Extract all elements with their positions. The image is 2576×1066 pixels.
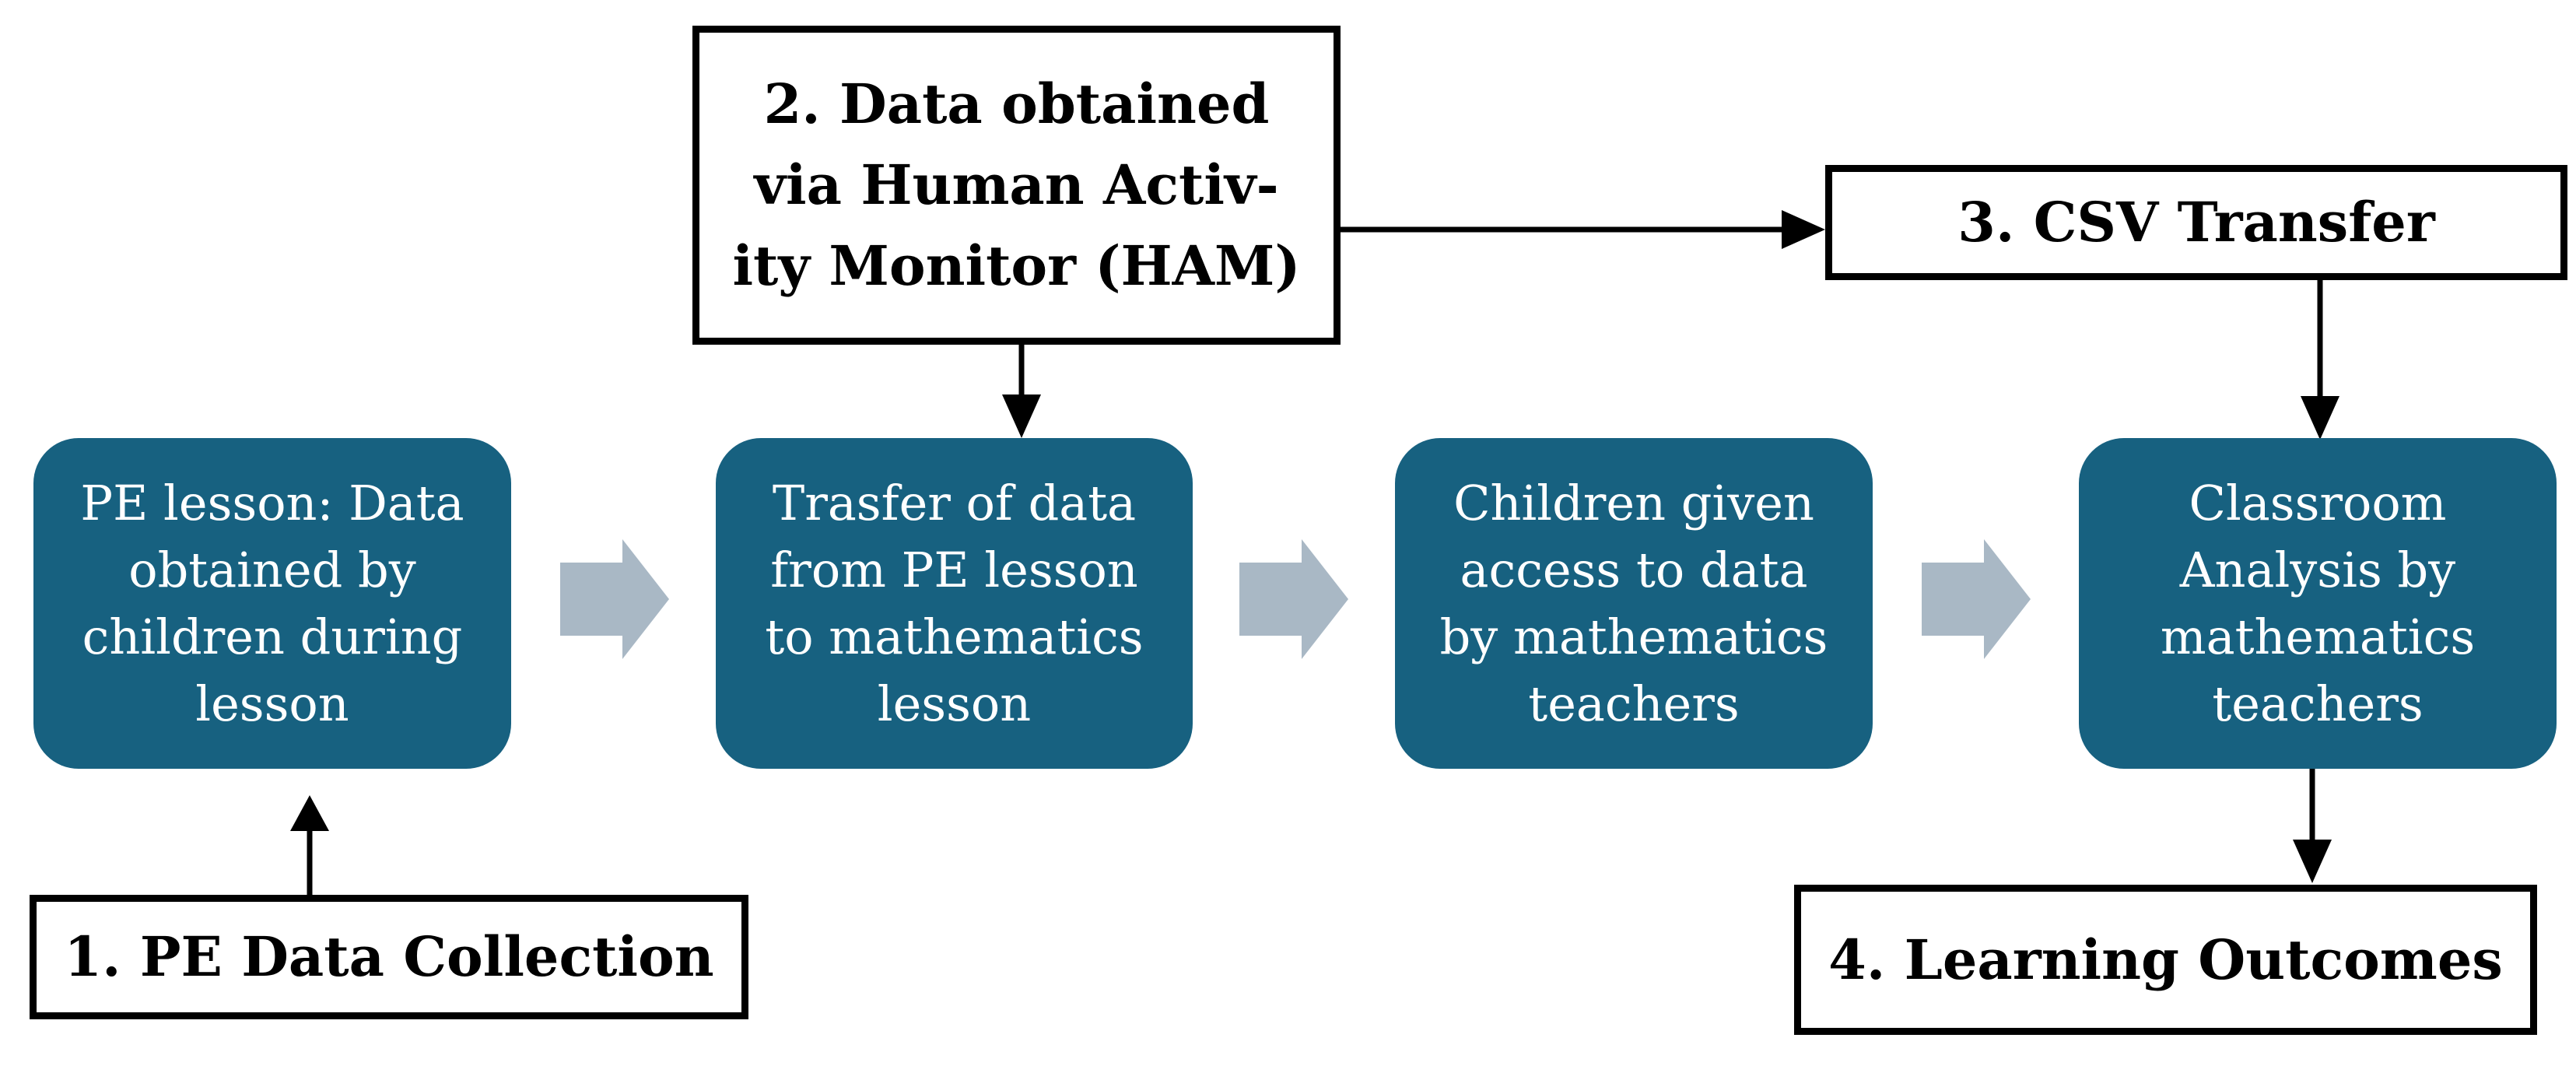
stage-label-csv-transfer-text: 3. CSV Transfer (1957, 190, 2435, 254)
stage-label-data-obtained-ham-text: 2. Data obtained via Human Activ- ity Mo… (732, 72, 1301, 298)
process-node-pe-lesson: PE lesson: Data obtained by children dur… (33, 438, 511, 769)
process-node-pe-lesson-label: PE lesson: Data obtained by children dur… (80, 474, 464, 732)
stage-label-csv-transfer: 3. CSV Transfer (1825, 165, 2567, 280)
process-node-classroom-analysis: Classroom Analysis by mathematics teache… (2079, 438, 2557, 769)
flow-arrow-node3-to-node4-icon (1922, 539, 2031, 659)
arrow-pe-collection-to-node1-head-icon (290, 795, 329, 831)
flow-arrow-node1-to-node2-icon (560, 539, 669, 659)
process-node-transfer: Trasfer of data from PE lesson to mathem… (716, 438, 1193, 769)
stage-label-learning-outcomes-text: 4. Learning Outcomes (1828, 927, 2503, 992)
flow-arrow-node2-to-node3-icon (1239, 539, 1348, 659)
arrow-node4-to-outcomes-head-icon (2293, 840, 2332, 883)
process-node-children-access: Children given access to data by mathema… (1395, 438, 1873, 769)
process-node-children-access-label: Children given access to data by mathema… (1439, 474, 1828, 732)
process-node-classroom-analysis-label: Classroom Analysis by mathematics teache… (2160, 474, 2476, 732)
stage-label-learning-outcomes: 4. Learning Outcomes (1794, 885, 2537, 1035)
arrow-ham-to-node2-head-icon (1002, 394, 1041, 438)
arrow-ham-to-csv-head-icon (1782, 210, 1825, 249)
stage-label-data-obtained-ham: 2. Data obtained via Human Activ- ity Mo… (692, 26, 1341, 345)
stage-label-pe-data-collection-text: 1. PE Data Collection (64, 924, 714, 989)
stage-label-pe-data-collection: 1. PE Data Collection (30, 895, 748, 1019)
arrow-csv-to-node4-head-icon (2301, 396, 2339, 440)
process-node-transfer-label: Trasfer of data from PE lesson to mathem… (765, 474, 1144, 732)
